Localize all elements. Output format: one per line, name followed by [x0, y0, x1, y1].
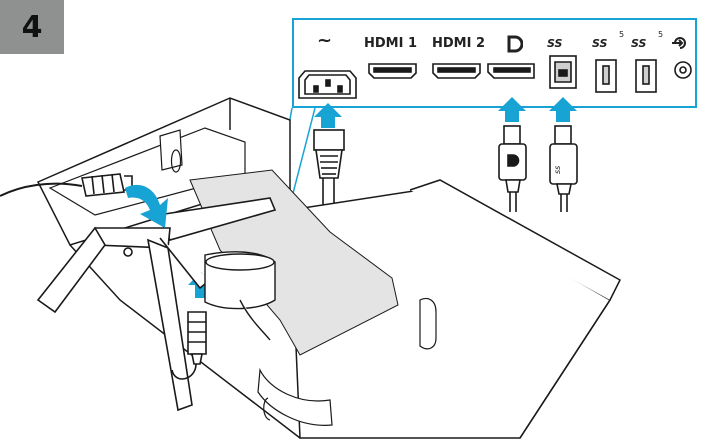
- usb-upstream-label: SS: [547, 37, 563, 50]
- usb-a2-sup: 5: [658, 30, 664, 39]
- monitor-stand: [36, 197, 277, 412]
- step-badge: 4: [0, 0, 64, 54]
- headphone-jack: [674, 61, 692, 79]
- step-number: 4: [21, 9, 43, 45]
- usb-a-port-1: [595, 59, 617, 93]
- hdmi-port-2: [432, 63, 481, 79]
- displayport-icon: [507, 35, 524, 58]
- usb-b-port: [549, 55, 577, 89]
- power-plug-stand: [171, 311, 207, 380]
- usb-cable: ss: [549, 125, 578, 212]
- port-panel: ~ HDMI 1 HDMI 2 SS SS 5 SS 5: [292, 18, 697, 108]
- svg-text:ss: ss: [553, 166, 562, 174]
- usb-a1-label: SS: [592, 37, 608, 50]
- box-slots: [170, 149, 271, 421]
- displayport-port: [487, 63, 535, 79]
- displayport-cable: [498, 125, 527, 212]
- hdmi2-label: HDMI 2: [432, 36, 486, 51]
- headphone-icon: [671, 34, 689, 57]
- power-cable-plug: [313, 129, 345, 212]
- curved-arrow-icon: [125, 184, 168, 228]
- monitor-neck: [204, 251, 276, 341]
- hdmi-port-1: [368, 63, 417, 79]
- usb-a1-sup: 5: [619, 30, 625, 39]
- power-inlet: [298, 70, 357, 99]
- usb-a-port-2: [635, 59, 657, 93]
- usb-a2-label: SS: [631, 37, 647, 50]
- hdmi1-label: HDMI 1: [364, 36, 418, 51]
- power-label: ~: [317, 30, 333, 51]
